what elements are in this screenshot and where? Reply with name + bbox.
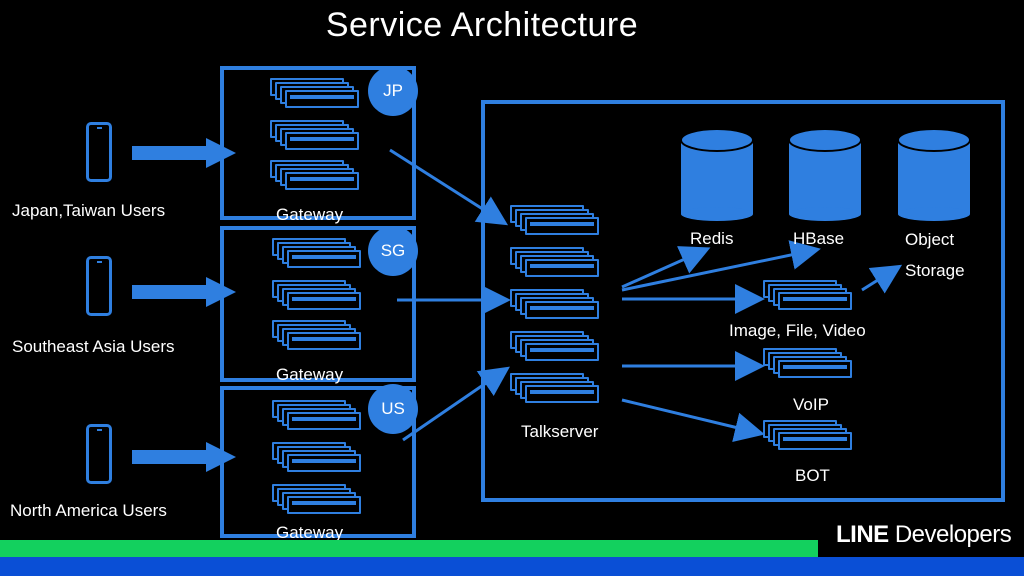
- server-stack-icon: [272, 484, 372, 524]
- server-stack-icon: [272, 320, 372, 360]
- server-stack-icon: [272, 280, 372, 320]
- footer-green-bar: [0, 540, 818, 557]
- server-stack-icon: [272, 400, 372, 440]
- object-storage-label-1: Object: [905, 230, 955, 249]
- talkserver-label: Talkserver: [521, 422, 599, 441]
- object-storage-cylinder: [897, 128, 971, 221]
- server-plate: [525, 301, 599, 319]
- region-label: SG: [380, 241, 406, 260]
- region-label: JP: [383, 81, 403, 100]
- server-stack-icon: [510, 205, 610, 245]
- server-plate: [525, 217, 599, 235]
- region-badge-jp: JP: [368, 66, 418, 116]
- user-label-japan: Japan,Taiwan Users: [12, 201, 166, 220]
- gateway-box-us: [220, 386, 416, 538]
- hbase-label: HBase: [793, 229, 845, 248]
- server-stack-icon: [272, 442, 372, 482]
- region-badge-sg: SG: [368, 226, 418, 276]
- gateway-label-jp: Gateway: [276, 205, 344, 224]
- voip-label: VoIP: [793, 395, 829, 414]
- server-plate: [525, 259, 599, 277]
- phone-icon: [86, 424, 112, 484]
- user-label-na: North America Users: [10, 501, 167, 520]
- media-label: Image, File, Video: [729, 321, 866, 340]
- server-stack-icon: [763, 280, 863, 320]
- redis-label: Redis: [690, 229, 734, 248]
- object-storage-label-2: Storage: [905, 261, 965, 280]
- server-plate: [287, 454, 361, 472]
- arrow-us-to-talkserver: [402, 366, 510, 442]
- page-title: Service Architecture: [325, 6, 639, 44]
- brand-bold: LINE: [836, 521, 889, 548]
- server-plate: [525, 385, 599, 403]
- gateway-label-sg: Gateway: [276, 365, 344, 384]
- server-plate: [287, 250, 361, 268]
- server-plate: [778, 432, 852, 450]
- gateway-box-jp: [220, 66, 416, 220]
- server-stack-icon: [272, 238, 372, 278]
- brand-logo: LINE Developers: [836, 521, 1012, 549]
- server-plate: [287, 412, 361, 430]
- phone-icon: [86, 256, 112, 316]
- arrow-to-hbase: [621, 240, 821, 292]
- user-label-sea: Southeast Asia Users: [12, 337, 175, 356]
- server-stack-icon: [510, 331, 610, 371]
- server-stack-icon: [763, 348, 863, 388]
- server-stack-icon: [763, 420, 863, 460]
- server-plate: [285, 132, 359, 150]
- server-plate: [287, 332, 361, 350]
- server-stack-icon: [270, 160, 370, 200]
- server-plate: [778, 360, 852, 378]
- gateway-label-us: Gateway: [276, 523, 344, 542]
- server-plate: [287, 496, 361, 514]
- server-stack-icon: [270, 78, 370, 118]
- bot-label: BOT: [795, 466, 830, 485]
- region-label: US: [381, 399, 405, 418]
- server-stack-icon: [510, 373, 610, 413]
- server-stack-icon: [270, 120, 370, 160]
- arrow-media-to-object: [861, 264, 903, 294]
- redis-cylinder: [680, 128, 754, 221]
- server-plate: [778, 292, 852, 310]
- server-plate: [285, 172, 359, 190]
- gateway-box-sg: [220, 226, 416, 382]
- server-plate: [287, 292, 361, 310]
- talkserver-region-box: [481, 100, 1005, 502]
- server-stack-icon: [510, 289, 610, 329]
- arrow-to-bot: [621, 398, 765, 442]
- brand-light: Developers: [894, 521, 1012, 548]
- footer-blue-bar: [0, 557, 1024, 576]
- arrow-to-redis: [621, 246, 711, 289]
- server-plate: [285, 90, 359, 108]
- server-plate: [525, 343, 599, 361]
- server-stack-icon: [510, 247, 610, 287]
- hbase-cylinder: [788, 128, 862, 221]
- phone-icon: [86, 122, 112, 182]
- region-badge-us: US: [368, 384, 418, 434]
